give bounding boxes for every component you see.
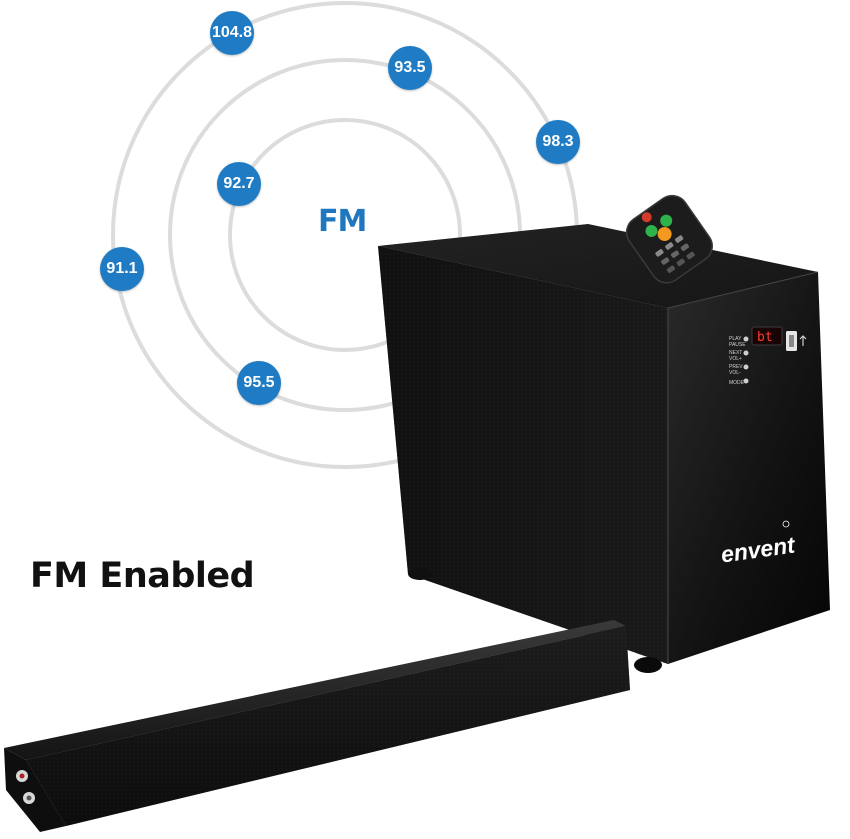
svg-text:PAUSE: PAUSE bbox=[729, 342, 746, 348]
soundbar bbox=[4, 620, 630, 832]
frequency-badge: 92.7 bbox=[217, 162, 261, 206]
frequency-badge: 95.5 bbox=[237, 361, 281, 405]
frequency-badge: 98.3 bbox=[536, 120, 580, 164]
usb-icon bbox=[799, 335, 807, 346]
mode-button[interactable] bbox=[743, 378, 749, 384]
led-display: bt bbox=[757, 330, 773, 345]
prev-button[interactable] bbox=[743, 364, 749, 370]
svg-text:PLAY: PLAY bbox=[729, 336, 742, 342]
frequency-badge: 91.1 bbox=[100, 247, 144, 291]
svg-text:VOL-: VOL- bbox=[729, 370, 741, 376]
headline: FM Enabled bbox=[30, 556, 255, 596]
frequency-badge: 93.5 bbox=[388, 46, 432, 90]
control-panel: PLAY PAUSE NEXT VOL+ PREV VOL- MODE bt bbox=[729, 326, 807, 386]
remote-control bbox=[625, 194, 713, 284]
svg-text:NEXT: NEXT bbox=[729, 350, 742, 356]
svg-text:MODE: MODE bbox=[729, 380, 745, 386]
svg-text:VOL+: VOL+ bbox=[729, 356, 742, 362]
play-pause-button[interactable] bbox=[743, 336, 749, 342]
fm-label: FM bbox=[318, 204, 367, 239]
next-button[interactable] bbox=[743, 350, 749, 356]
subwoofer bbox=[378, 224, 830, 673]
frequency-badge: 104.8 bbox=[210, 11, 254, 55]
registered-icon bbox=[782, 520, 790, 528]
svg-text:PREV: PREV bbox=[729, 364, 743, 370]
